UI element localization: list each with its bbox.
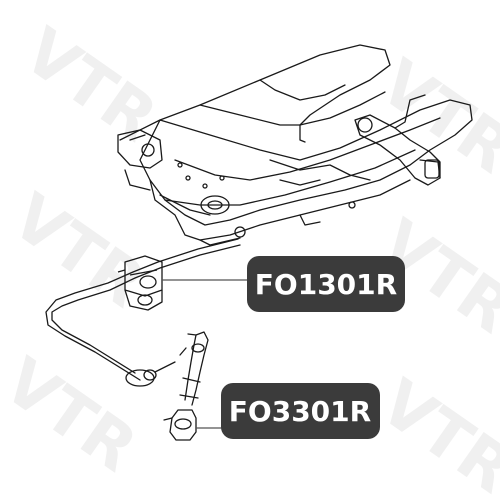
part-label-fo1301r-text: FO1301R <box>255 268 397 301</box>
part-label-fo1301r[interactable]: FO1301R <box>247 256 405 312</box>
stabilizer-bar <box>45 238 241 387</box>
part-label-fo3301r-bg <box>221 383 380 439</box>
watermark-text-3: VTR <box>0 180 158 322</box>
part-label-fo3301r-text: FO3301R <box>229 395 371 428</box>
watermark-text-6: VTR <box>367 366 500 500</box>
watermark-text-5: VTR <box>0 344 149 486</box>
part-label-fo1301r-bg <box>247 256 405 312</box>
stabilizer-link <box>163 331 209 441</box>
watermark-text-1: VTR <box>10 14 169 156</box>
stabilizer-bushing <box>117 255 163 311</box>
leader-lines <box>162 279 248 429</box>
subframe <box>117 44 473 246</box>
part-label-fo3301r[interactable]: FO3301R <box>221 383 380 439</box>
